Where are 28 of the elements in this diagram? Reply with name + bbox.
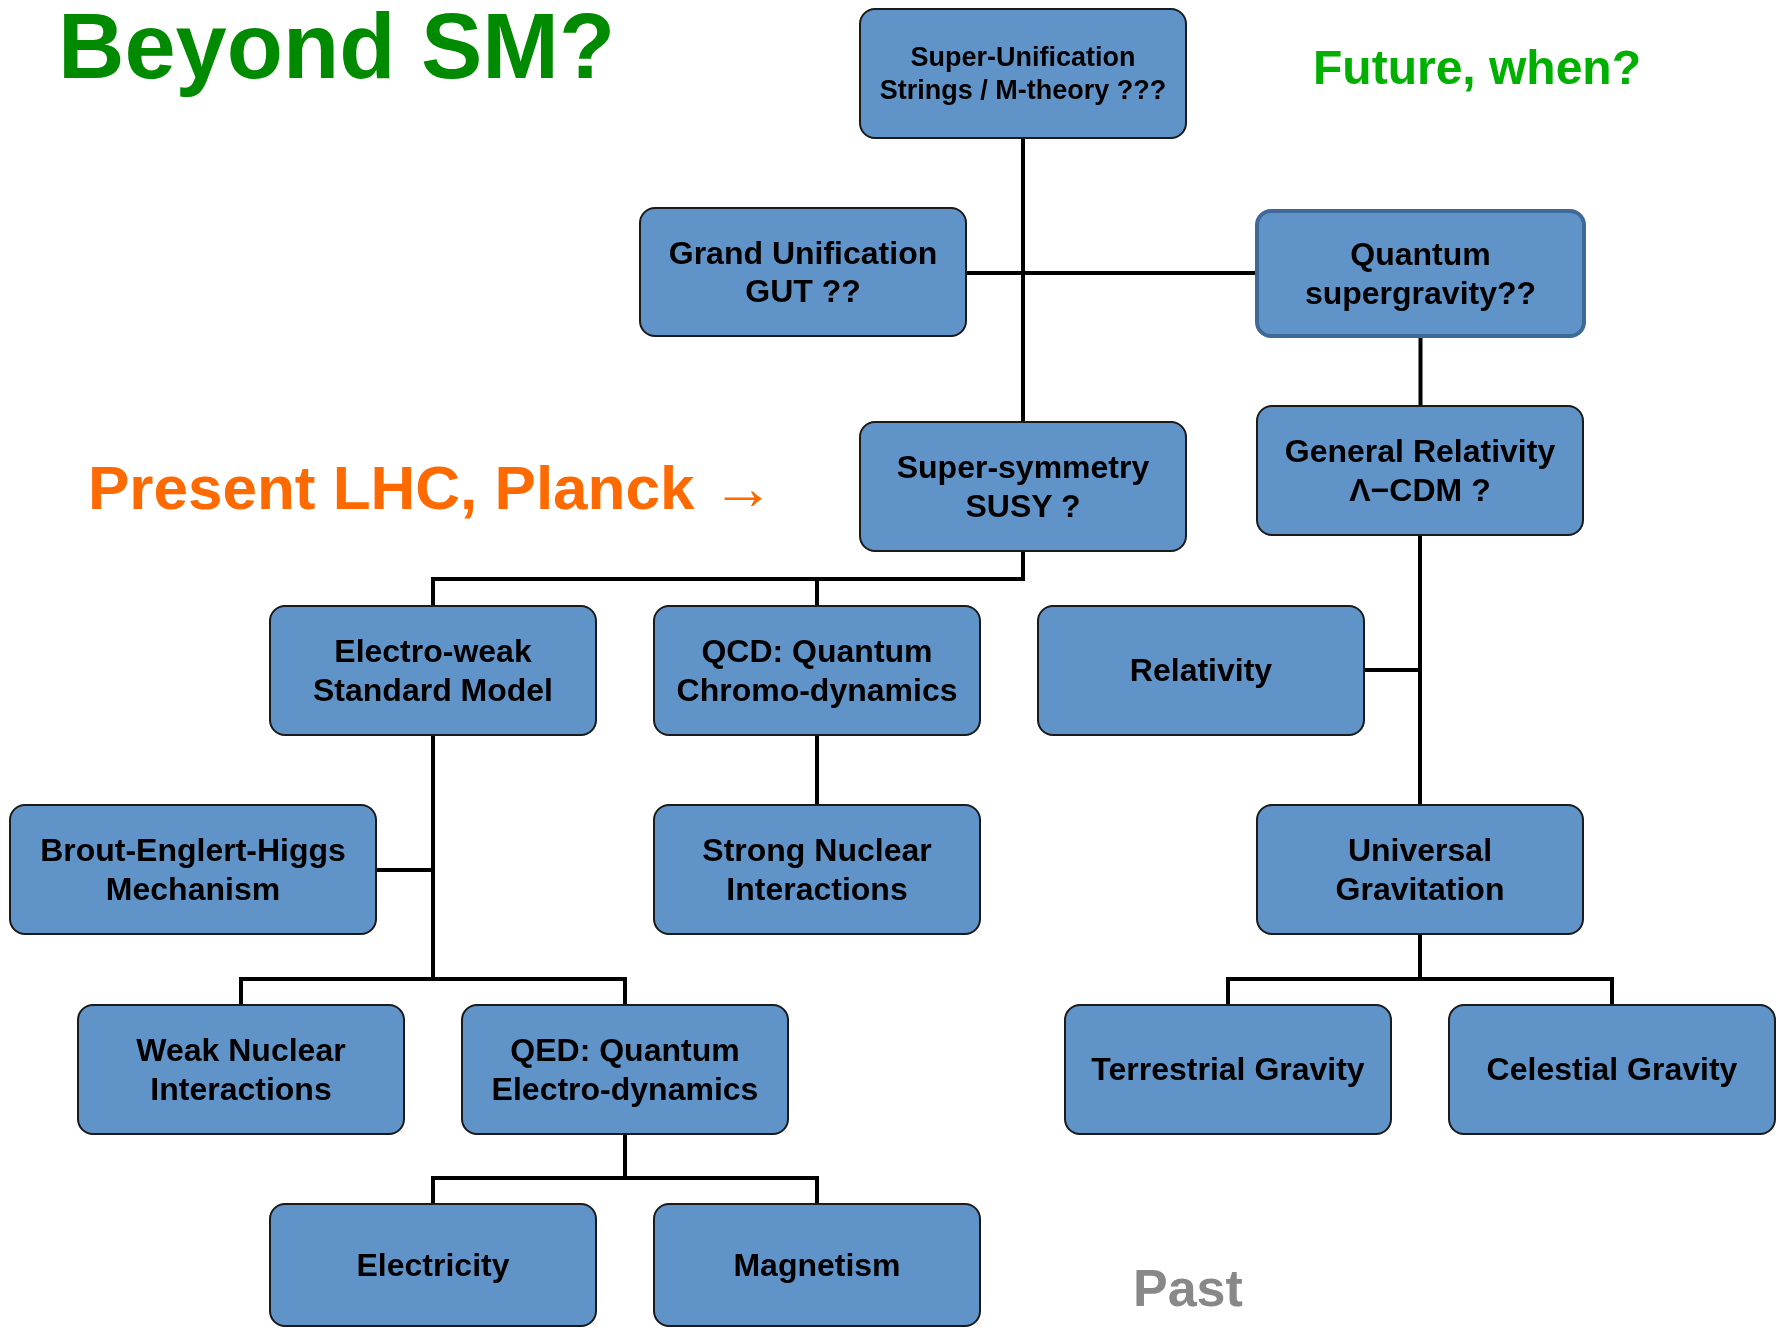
title: Beyond SM? [58, 0, 616, 99]
process-box: Magnetism [653, 1203, 981, 1327]
process-box: Electro-weak Standard Model [269, 605, 597, 736]
connector-line [431, 736, 627, 1004]
process-box: Relativity [1037, 605, 1365, 736]
annotation-label: Past [1133, 1258, 1243, 1318]
process-box: Quantum supergravity?? [1255, 209, 1586, 338]
annotation-label: Future, when? [1313, 40, 1641, 95]
process-box: General Relativity Λ−CDM ? [1256, 405, 1584, 536]
process-box: Universal Gravitation [1256, 804, 1584, 935]
connector-line [1418, 338, 1423, 405]
process-box: Terrestrial Gravity [1064, 1004, 1392, 1135]
annotation-label: Present LHC, Planck → [88, 452, 774, 523]
process-box: QCD: Quantum Chromo-dynamics [653, 605, 981, 736]
connector-line [1418, 536, 1422, 804]
process-box: Super-Unification Strings / M-theory ??? [859, 8, 1187, 139]
connector-line [1418, 935, 1614, 1004]
process-box: Super-symmetry SUSY ? [859, 421, 1187, 552]
process-box: Strong Nuclear Interactions [653, 804, 981, 935]
process-box: Electricity [269, 1203, 597, 1327]
process-box: Brout-Englert-Higgs Mechanism [9, 804, 377, 935]
process-box: Grand Unification GUT ?? [639, 207, 967, 337]
process-box: QED: Quantum Electro-dynamics [461, 1004, 789, 1135]
connector-line [623, 1135, 819, 1203]
connector-line [815, 552, 1025, 605]
process-box: Celestial Gravity [1448, 1004, 1776, 1135]
process-box: Weak Nuclear Interactions [77, 1004, 405, 1135]
connector-line [815, 736, 819, 804]
